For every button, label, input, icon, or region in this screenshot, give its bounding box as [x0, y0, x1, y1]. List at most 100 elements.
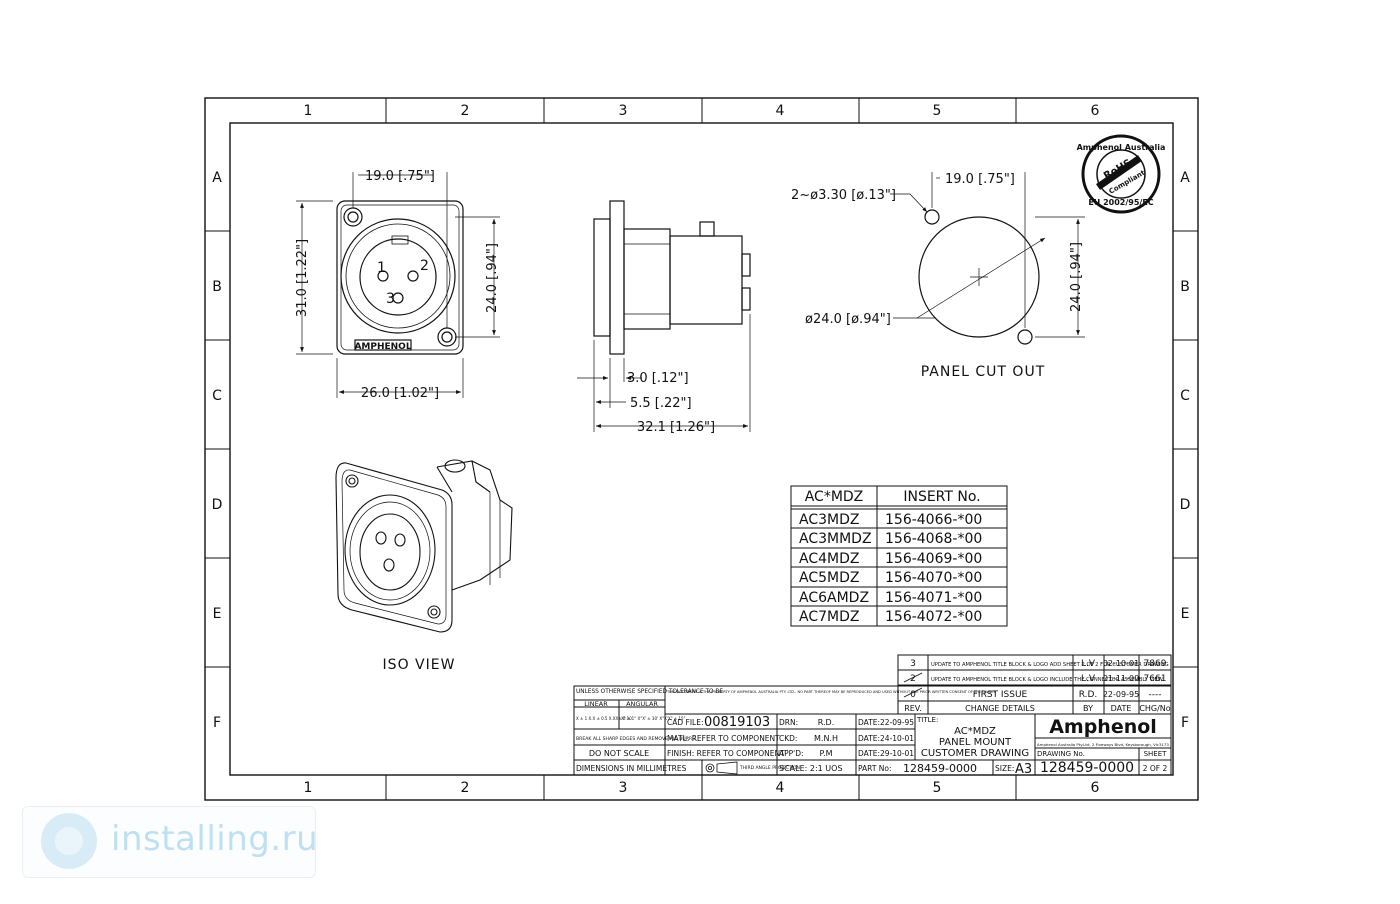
- zone-col-3: 3: [619, 103, 628, 119]
- watermark-text: installing.ru: [111, 819, 319, 859]
- insert-row-number: 156-4071-*00: [885, 590, 982, 606]
- rev-2-number: 2: [910, 674, 916, 684]
- insert-row-model: AC5MDZ: [799, 570, 859, 586]
- rev-3-number: 3: [910, 659, 916, 669]
- tol-title: UNLESS OTHERWISE SPECIFIED TOLERANCE TO …: [576, 689, 723, 695]
- company-logo: Amphenol: [1049, 716, 1157, 738]
- panel-cutout: [890, 172, 1085, 345]
- tol-linear-values: X ± 1 X.X ± 0.5 X.XX± 0.10: [576, 716, 632, 721]
- size-label: SIZE:: [995, 764, 1014, 773]
- rev-2-by: L.V: [1081, 674, 1096, 684]
- title-label: TITLE:: [916, 716, 938, 724]
- drawing-number-value: 128459-0000: [1040, 760, 1134, 776]
- tol-angular-label: ANGULAR: [626, 700, 658, 708]
- rev-0-by: R.D.: [1079, 690, 1098, 700]
- checked-label: CKD:: [779, 734, 797, 743]
- title-line-1: AC*MDZ: [954, 726, 996, 737]
- title-block: [573, 685, 1172, 776]
- watermark: installing.ru: [22, 806, 319, 878]
- insert-row-model: AC3MMDZ: [799, 531, 872, 547]
- pin-1-label: 1: [377, 260, 386, 276]
- insert-row-model: AC7MDZ: [799, 609, 859, 625]
- rev-header-rev: REV.: [904, 704, 922, 713]
- side-dim-b: 5.5 [.22"]: [630, 396, 692, 411]
- zone-col-5: 5: [933, 103, 942, 119]
- zone-row-f-right: F: [1181, 715, 1189, 731]
- zone-row-c: C: [212, 388, 222, 404]
- scale-note: SCALE: 2:1 UOS: [779, 764, 843, 773]
- insert-row-number: 156-4068-*00: [885, 531, 982, 547]
- zone-col-4: 4: [776, 103, 785, 119]
- cutout-title: PANEL CUT OUT: [921, 364, 1046, 380]
- iso-view: [335, 459, 513, 633]
- insert-table: [790, 485, 1008, 627]
- zone-col-1-bottom: 1: [304, 780, 313, 796]
- break-edges-note: BREAK ALL SHARP EDGES AND REMOVE ALL BUR…: [576, 736, 695, 742]
- iso-view-label: ISO VIEW: [383, 657, 456, 673]
- insert-header-model: AC*MDZ: [805, 489, 864, 505]
- side-view: [577, 200, 751, 432]
- title-line-2: PANEL MOUNT: [939, 737, 1012, 748]
- dimensions-note: DIMENSIONS IN MILLIMETRES: [576, 764, 687, 773]
- rev-3-chg: 7869: [1144, 659, 1167, 669]
- rev-header-chg: CHG/No: [1139, 704, 1170, 713]
- front-dim-right: 24.0 [.94"]: [485, 243, 500, 313]
- rev-0-date: 22-09-95: [1103, 690, 1139, 699]
- zone-col-4-bottom: 4: [776, 780, 785, 796]
- side-dim-a: 3.0 [.12"]: [627, 371, 689, 386]
- pin-2-label: 2: [420, 258, 429, 274]
- rev-2-chg: 7661: [1144, 674, 1167, 684]
- zone-row-f: F: [213, 715, 221, 731]
- insert-row-number: 156-4072-*00: [885, 609, 982, 625]
- cad-file-label: CAD FILE:: [667, 718, 704, 727]
- sheet-label: SHEET: [1144, 750, 1168, 758]
- zone-col-1: 1: [304, 103, 313, 119]
- insert-row-number: 156-4070-*00: [885, 570, 982, 586]
- front-dim-bottom: 26.0 [1.02"]: [361, 386, 439, 401]
- pin-3-label: 3: [386, 291, 395, 307]
- checked-date: DATE:24-10-01: [858, 734, 914, 743]
- approved-value: P.M: [819, 749, 832, 758]
- insert-row-model: AC3MDZ: [799, 512, 859, 528]
- front-view: [296, 172, 500, 398]
- finish-note: FINISH: REFER TO COMPONENT: [667, 749, 785, 758]
- drawn-label: DRN:: [779, 718, 798, 727]
- insert-row-model: AC4MDZ: [799, 551, 859, 567]
- company-address: Amphenol Australia Pty.Ltd, 2 Fiveways B…: [1037, 742, 1169, 747]
- zone-row-d-right: D: [1180, 497, 1191, 513]
- approved-label: APP'D:: [779, 749, 804, 758]
- rohs-seal: Amphenol Australia EU 2002/95/EC RoHS Co…: [1077, 134, 1165, 214]
- checked-value: M.N.H: [814, 734, 838, 743]
- insert-row-number: 156-4069-*00: [885, 551, 982, 567]
- part-number-value: 128459-0000: [903, 762, 977, 775]
- zone-row-a: A: [212, 170, 222, 186]
- insert-row-model: AC6AMDZ: [799, 590, 869, 606]
- rev-0-number: 0: [910, 690, 916, 700]
- part-number-label: PART No:: [858, 764, 892, 773]
- zone-col-5-bottom: 5: [933, 780, 942, 796]
- zone-row-b: B: [212, 279, 222, 295]
- drawn-date: DATE:22-09-95: [858, 718, 914, 727]
- revision-table: [897, 654, 1172, 715]
- rev-2-date: 01-11-00: [1103, 674, 1139, 683]
- rev-3-date: 02-10-01: [1103, 659, 1139, 668]
- zone-row-e-right: E: [1181, 606, 1190, 622]
- zone-col-6: 6: [1091, 103, 1100, 119]
- zone-col-2-bottom: 2: [461, 780, 470, 796]
- cutout-dim-right: 24.0 [.94"]: [1069, 242, 1084, 312]
- rev-0-details: FIRST ISSUE: [973, 690, 1028, 700]
- tol-angular-values: X° ± 1° X°X' ± 30' X°X'X" ± 15": [621, 716, 686, 721]
- property-note: THIS DOCUMENT IS THE PROPERTY OF AMPHENO…: [666, 690, 997, 694]
- zone-row-a-right: A: [1180, 170, 1190, 186]
- cutout-dia-label: ø24.0 [ø.94"]: [805, 312, 891, 327]
- insert-row-number: 156-4066-*00: [885, 512, 982, 528]
- zone-col-3-bottom: 3: [619, 780, 628, 796]
- size-value: A3: [1015, 762, 1032, 777]
- rev-2-details: UPDATE TO AMPHENOL TITLE BLOCK & LOGO IN…: [931, 677, 1163, 683]
- zone-row-c-right: C: [1180, 388, 1190, 404]
- side-dim-c: 32.1 [1.26"]: [637, 420, 715, 435]
- front-brand-label: AMPHENOL: [354, 342, 411, 352]
- material-note: MATL: REFER TO COMPONENT: [667, 734, 780, 743]
